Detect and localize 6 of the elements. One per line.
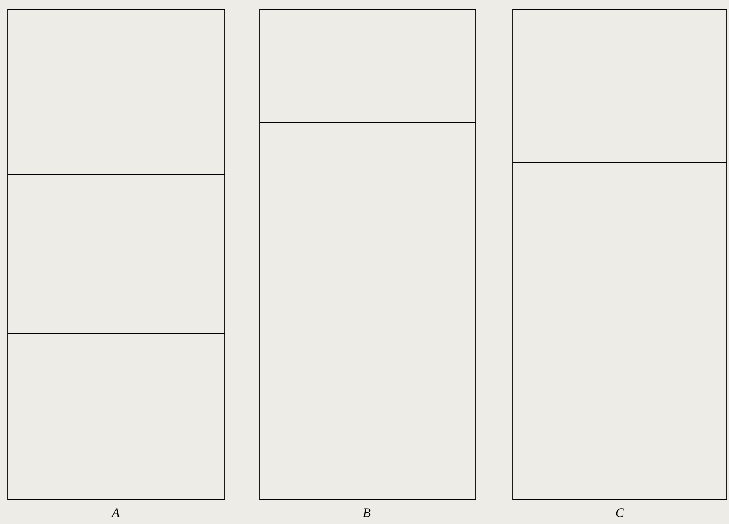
- panel-label: A: [111, 508, 120, 518]
- panel-box: [8, 10, 226, 500]
- panel-label: C: [616, 508, 624, 518]
- panel-box: [512, 10, 728, 500]
- panel-box: [260, 10, 476, 500]
- panel-label: B: [363, 508, 371, 518]
